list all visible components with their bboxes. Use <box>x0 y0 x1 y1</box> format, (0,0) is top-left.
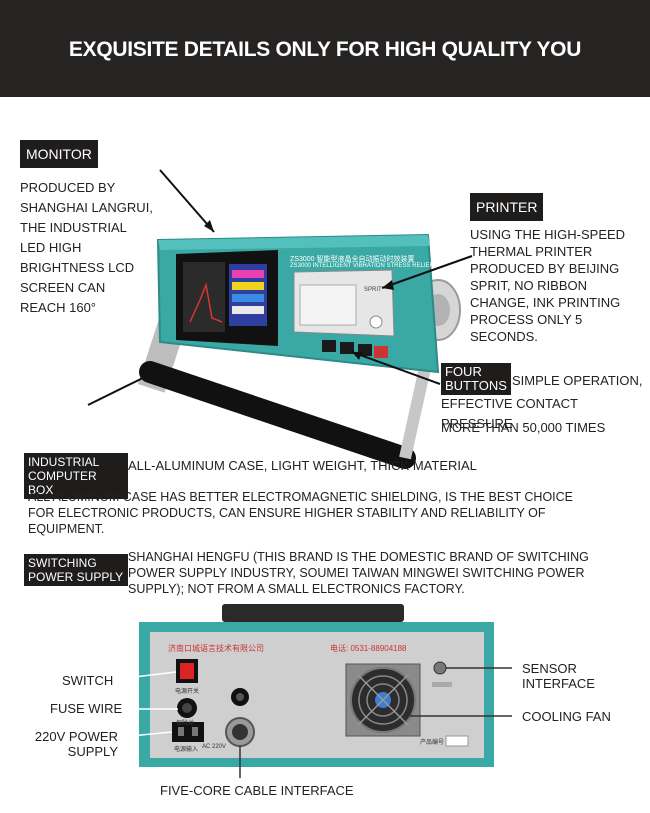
sensor-callout-line2: INTERFACE <box>522 676 595 691</box>
fuse-callout: FUSE WIRE <box>50 701 123 716</box>
sensor-callout-line1: SENSOR <box>522 661 577 676</box>
power-supply-tag-line2: POWER SUPPLY <box>28 570 124 584</box>
monitor-line: SCREEN CAN <box>20 280 106 295</box>
power-supply-line: SHANGHAI HENGFU (THIS BRAND IS THE DOMES… <box>128 550 589 564</box>
printer-line: USING THE HIGH-SPEED <box>470 227 626 242</box>
back-power-rating: AC 220V <box>202 744 227 750</box>
buttons-tag-line1: FOUR <box>445 364 482 379</box>
printer-brand-label: SPRIT <box>364 287 382 293</box>
back-phone: 电话: 0531-88904188 <box>330 644 407 653</box>
computer-box-description: ALL ALUMINUM CASE HAS BETTER ELECTROMAGN… <box>28 489 573 537</box>
device-title-cn: ZS3000 智能型液晶全自动振动时效装置 <box>290 256 415 263</box>
monitor-line: LED HIGH <box>20 240 82 255</box>
printer-tag: PRINTER <box>470 193 544 221</box>
monitor-tag: MONITOR <box>20 140 98 168</box>
computer-box-line: FOR ELECTRONIC PRODUCTS, CAN ENSURE HIGH… <box>28 506 546 520</box>
cable-callout: FIVE-CORE CABLE INTERFACE <box>160 783 354 798</box>
computer-box-tag-line1: INDUSTRIAL <box>28 455 100 469</box>
switch-callout: SWITCH <box>62 673 114 688</box>
computer-box-tag: INDUSTRIAL COMPUTER BOX <box>24 453 128 499</box>
printer-line: PRODUCED BY BEIJING <box>470 261 620 276</box>
computer-box-line: EQUIPMENT. <box>28 522 105 536</box>
power-supply-tag: SWITCHING POWER SUPPLY <box>24 554 128 586</box>
computer-box-headline: ALL-ALUMINUM CASE, LIGHT WEIGHT, THICK M… <box>128 458 477 473</box>
printer-line: SPRIT, NO RIBBON <box>470 278 588 293</box>
power-callout-line1: 220V POWER <box>34 729 118 744</box>
printer-line: SECONDS. <box>470 329 538 344</box>
power-supply-line: SUPPLY); NOT FROM A SMALL ELECTRONICS FA… <box>128 582 465 596</box>
back-fuse-label: 保险丝 <box>176 721 195 727</box>
sensor-callout: SENSOR INTERFACE <box>522 661 595 691</box>
monitor-line: PRODUCED BY <box>20 180 116 195</box>
power-callout: 220V POWER SUPPLY <box>32 729 118 759</box>
power-supply-line: POWER SUPPLY INDUSTRY, SOUMEI TAIWAN MIN… <box>128 566 585 580</box>
monitor-line: THE INDUSTRIAL <box>20 220 127 235</box>
back-power-label: 电源输入 <box>174 747 199 753</box>
monitor-description: PRODUCED BY SHANGHAI LANGRUI, THE INDUST… <box>20 178 153 318</box>
device-title-en: ZS3000 INTELLIGENT VIBRATION STRESS RELI… <box>290 263 434 269</box>
back-switch-label: 电源开关 <box>175 689 200 695</box>
printer-description: USING THE HIGH-SPEED THERMAL PRINTER PRO… <box>470 226 625 345</box>
power-callout-line2: SUPPLY <box>67 744 118 759</box>
computer-box-tag-line2: COMPUTER BOX <box>28 469 97 497</box>
printer-line: THERMAL PRINTER <box>470 244 593 259</box>
power-supply-description: SHANGHAI HENGFU (THIS BRAND IS THE DOMES… <box>128 549 589 597</box>
buttons-line2: EFFECTIVE CONTACT PRESSURE <box>441 396 578 431</box>
monitor-line: SHANGHAI LANGRUI, <box>20 200 153 215</box>
buttons-tag: FOUR BUTTONS <box>441 363 511 395</box>
computer-box-line: ALL ALUMINUM CASE HAS BETTER ELECTROMAGN… <box>28 490 574 504</box>
monitor-line: REACH 160° <box>20 300 97 315</box>
back-brand-cn: 济南口城语言技术有限公司 <box>168 644 264 653</box>
printer-line: PROCESS ONLY 5 <box>470 312 583 327</box>
buttons-line1: SIMPLE OPERATION, <box>512 373 643 388</box>
power-supply-tag-line1: SWITCHING <box>28 556 97 570</box>
fan-callout: COOLING FAN <box>522 709 611 724</box>
banner-title: EXQUISITE DETAILS ONLY FOR HIGH QUALITY … <box>68 38 582 61</box>
monitor-line: BRIGHTNESS LCD <box>20 260 135 275</box>
header-banner <box>0 0 650 97</box>
back-serial-label: 产品编号 <box>420 740 445 746</box>
buttons-tag-line2: BUTTONS <box>445 378 507 393</box>
buttons-line3: MORE THAN 50,000 TIMES <box>441 420 606 435</box>
printer-line: CHANGE, INK PRINTING <box>470 295 621 310</box>
